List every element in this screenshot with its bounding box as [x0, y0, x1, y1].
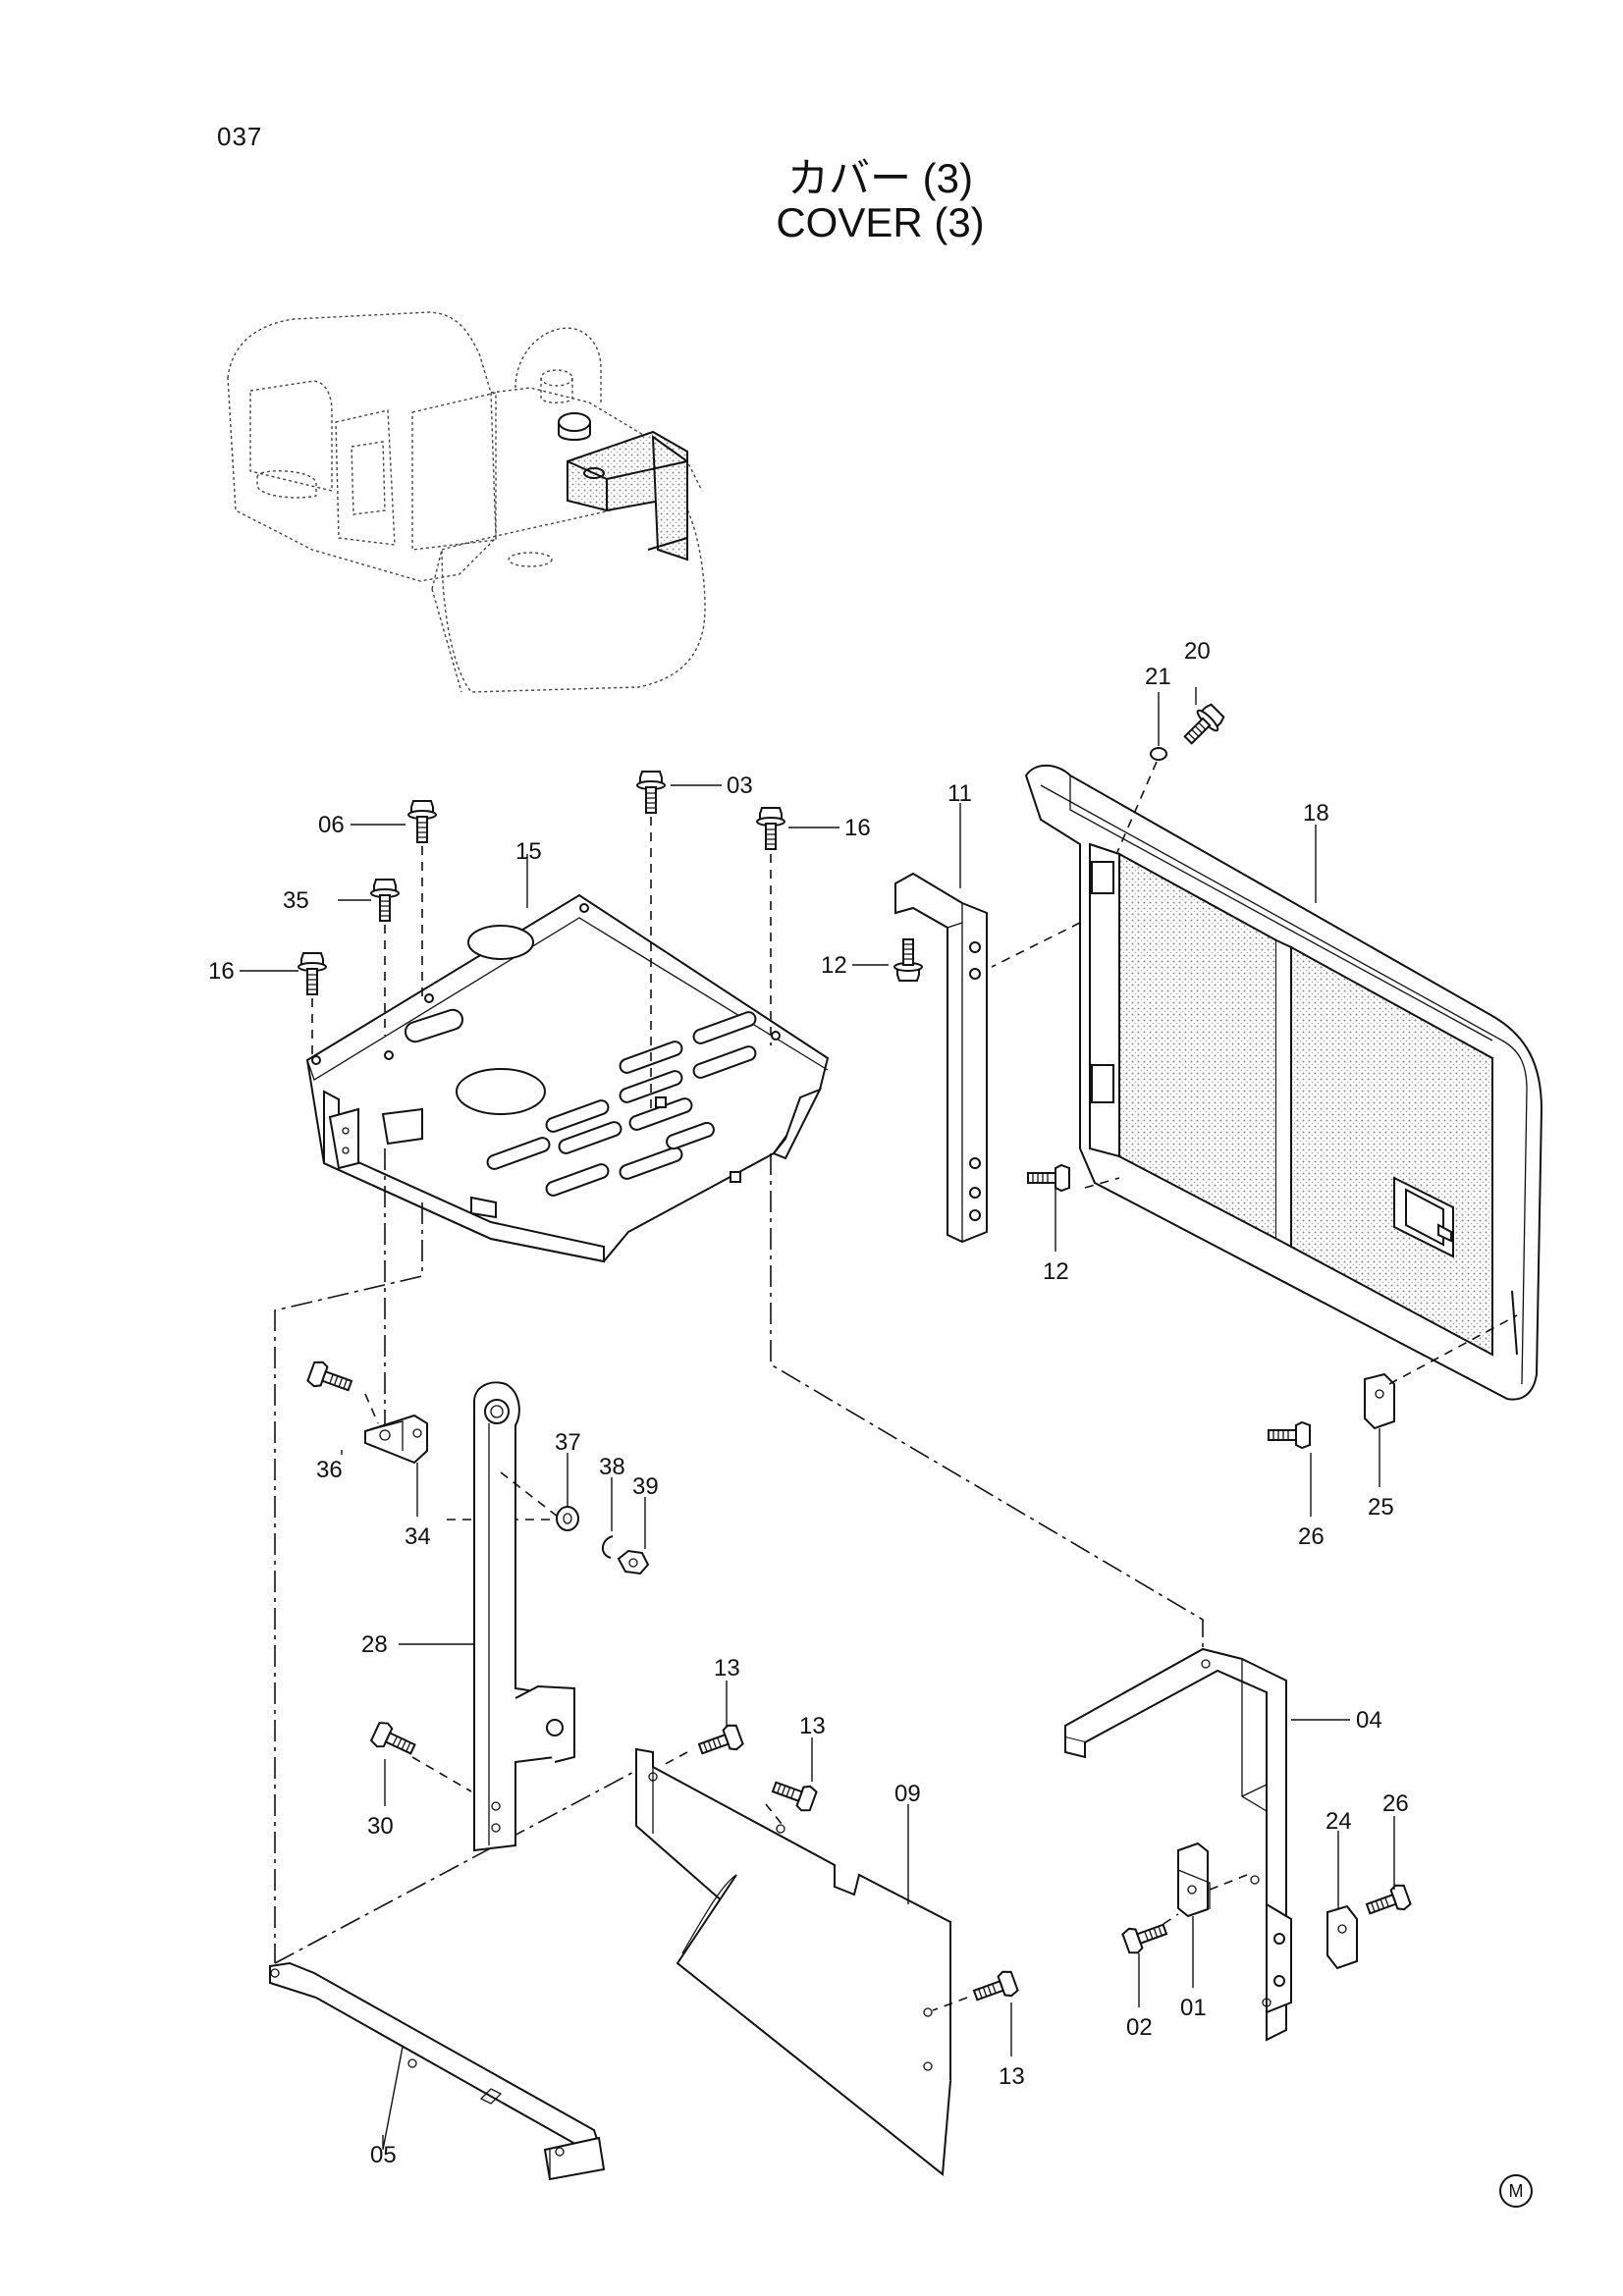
bracket-34: [364, 1414, 428, 1465]
bolt-16-right: [756, 807, 785, 850]
label-06: 06: [318, 812, 345, 838]
page-title-japanese: カバー (3): [786, 155, 973, 201]
label-39: 39: [632, 1473, 659, 1500]
label-30: 30: [367, 1813, 394, 1840]
bolt-35: [370, 879, 400, 922]
bracket-01: [1177, 1842, 1211, 1918]
catch-24: [1326, 1904, 1358, 1970]
label-28: 28: [361, 1631, 388, 1658]
label-01: 01: [1180, 1995, 1207, 2021]
label-21: 21: [1145, 664, 1171, 690]
bolt-13-b: [769, 1774, 819, 1815]
bolt-02: [1120, 1916, 1170, 1957]
label-34: 34: [405, 1523, 431, 1550]
cover-plate-09: [635, 1747, 951, 2176]
bolt-16-left: [298, 952, 327, 995]
label-02: 02: [1126, 2014, 1153, 2041]
nut-39: [617, 1549, 650, 1575]
label-35: 35: [283, 887, 309, 914]
label-24: 24: [1325, 1808, 1352, 1835]
rod-28: [473, 1381, 575, 1852]
washer-37: [556, 1506, 579, 1531]
label-13-b: 13: [799, 1713, 826, 1739]
page-title-english: COVER (3): [776, 199, 985, 245]
label-13-a: 13: [714, 1655, 740, 1682]
label-12-upper: 12: [821, 952, 847, 979]
label-11: 11: [947, 780, 972, 807]
leader-lines: [240, 687, 1395, 2151]
bolt-26-upper: [1268, 1421, 1311, 1449]
bolt-36: [305, 1358, 355, 1399]
label-09: 09: [894, 1781, 921, 1807]
bracket-04: [1064, 1647, 1292, 2042]
label-26-lower: 26: [1382, 1790, 1409, 1817]
bolt-20: [1177, 700, 1228, 751]
door-panel-18: [1024, 764, 1543, 1401]
washer-21: [1150, 747, 1167, 761]
label-12-lower: 12: [1043, 1258, 1069, 1285]
label-16-right: 16: [844, 815, 871, 841]
catch-25: [1364, 1372, 1395, 1430]
bolt-03: [636, 771, 666, 814]
bolt-26-lower: [1363, 1881, 1413, 1922]
label-03: 03: [727, 773, 753, 799]
machine-overview-illustration: [227, 311, 706, 693]
label-15: 15: [515, 838, 542, 865]
label-13-c: 13: [999, 2063, 1025, 2090]
bolt-30: [368, 1719, 419, 1762]
label-37: 37: [555, 1429, 581, 1456]
label-25: 25: [1368, 1494, 1394, 1521]
label-36: 36: [316, 1457, 343, 1483]
bolt-06: [407, 800, 437, 843]
label-26-upper: 26: [1298, 1523, 1325, 1550]
bolt-13-c: [970, 1967, 1020, 2008]
floor-plate-15: [305, 893, 830, 1263]
snap-ring-38: [602, 1535, 614, 1559]
bolt-13-a: [695, 1721, 745, 1762]
bolt-12-lower: [1027, 1164, 1070, 1192]
label-05: 05: [370, 2142, 397, 2168]
label-38: 38: [599, 1454, 625, 1480]
label-18: 18: [1303, 800, 1329, 827]
bolt-12-upper: [893, 938, 923, 982]
bar-05: [269, 1961, 606, 2181]
label-04: 04: [1356, 1707, 1382, 1734]
label-20: 20: [1184, 638, 1211, 665]
circled-m-mark: M: [1499, 2174, 1533, 2208]
bracket-11: [894, 872, 988, 1244]
part-labels: 06 35 16 15 03 16 11 12 12 18 20 21 26 2…: [208, 638, 1409, 2168]
label-16-left: 16: [208, 958, 235, 985]
page-number: 037: [217, 122, 263, 151]
